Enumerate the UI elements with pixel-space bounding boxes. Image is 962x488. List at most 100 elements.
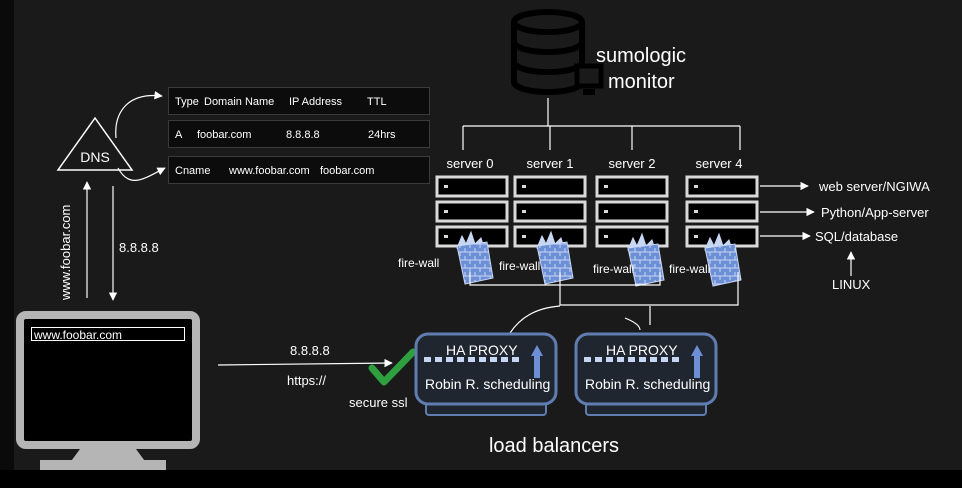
lb-port [424, 357, 431, 362]
lb-port [650, 357, 657, 362]
dns-label: DNS [80, 149, 110, 165]
server-unit [595, 200, 669, 223]
client-computer-icon [16, 311, 200, 472]
lb-port [490, 357, 497, 362]
lb-port [479, 357, 486, 362]
secure-ssl-label: secure ssl [349, 395, 408, 410]
server-unit [595, 175, 669, 198]
app-server-label: Python/App-server [821, 205, 929, 220]
lb-body [574, 332, 718, 406]
dns-a-record-row: A foobar.com 8.8.8.8 24hrs [168, 120, 430, 148]
server-label-4: server 4 [696, 156, 743, 171]
server-led [604, 210, 608, 213]
lb-body [414, 332, 558, 406]
server-lb-connectors [469, 272, 739, 334]
server-unit [685, 200, 759, 223]
server-label-2: server 2 [609, 156, 656, 171]
lb-port [435, 357, 442, 362]
lb-port [606, 357, 613, 362]
dns-a-ttl: 24hrs [368, 129, 396, 141]
dns-cname-domain: www.foobar.com [229, 165, 310, 177]
dns-table-header: Type Domain Name IP Address TTL [168, 87, 430, 115]
server-unit [685, 175, 759, 198]
firewall-wall [456, 241, 494, 285]
dns-cname-record-row: Cname www.foobar.com foobar.com [168, 156, 430, 184]
lb-port [446, 357, 453, 362]
dns-to-header-arrow [115, 91, 163, 139]
secure-check-icon [368, 348, 417, 386]
server-led [444, 210, 448, 213]
server-unit [435, 175, 509, 198]
lb-port [595, 357, 602, 362]
dns-a-ip: 8.8.8.8 [286, 129, 320, 141]
server-led [522, 235, 526, 238]
server-unit [513, 175, 587, 198]
lb-direction-icon [691, 345, 703, 378]
monitor-title-line1: sumologic [596, 45, 686, 67]
monitor-connectors [462, 98, 741, 150]
server-led [522, 210, 526, 213]
load-balancer-1: HA PROXY Robin R. scheduling [574, 332, 718, 416]
firewall-label-1: fire-wall [499, 259, 540, 273]
request-arrow [217, 358, 393, 368]
lb-scheduling-label: Robin R. scheduling [585, 376, 710, 392]
server-led [604, 235, 608, 238]
browser-url-bar[interactable]: www.foobar.com [31, 327, 185, 342]
bottom-bar [0, 470, 962, 488]
dns-cname-type: Cname [175, 165, 211, 177]
lb-port [584, 357, 591, 362]
lb-port [512, 357, 519, 362]
firewall-icon [704, 232, 742, 287]
firewall-wall [704, 243, 742, 287]
dns-node [56, 116, 134, 171]
dns-header-ttl: TTL [367, 96, 387, 108]
web-server-label: web server/NGIWA [818, 179, 930, 194]
lb-port [628, 357, 635, 362]
lb-name-label: HA PROXY [606, 342, 678, 358]
server-led [694, 235, 698, 238]
firewall-label-0: fire-wall [398, 256, 439, 270]
server-unit [513, 200, 587, 223]
lb-port [639, 357, 646, 362]
lb-scheduling-label: Robin R. scheduling [425, 376, 550, 392]
firewall-wall [536, 241, 574, 285]
server-racks [435, 175, 759, 248]
server-label-0: server 0 [447, 156, 494, 171]
server-led [694, 210, 698, 213]
server-led [444, 185, 448, 188]
dns-header-ip: IP Address [289, 96, 342, 108]
server-led [444, 235, 448, 238]
protocol-label: https:// [287, 373, 326, 388]
lb-direction-icon [531, 345, 543, 378]
server-led [522, 185, 526, 188]
dns-to-cname-arrow [117, 167, 166, 181]
server-led [694, 185, 698, 188]
client-ip-label: 8.8.8.8 [119, 240, 159, 255]
dns-a-type: A [175, 129, 183, 141]
left-edge-bar [0, 0, 14, 470]
request-ip-label: 8.8.8.8 [290, 343, 330, 358]
firewall-icon [536, 230, 574, 285]
database-label: SQL/database [815, 229, 898, 244]
server-label-1: server 1 [527, 156, 574, 171]
firewall-wall [627, 243, 665, 287]
database-monitor-icon [511, 9, 604, 95]
load-balancers: HA PROXY Robin R. scheduling HA PROXY Robin… [414, 332, 718, 416]
firewall-icon [627, 232, 665, 287]
lb-port [617, 357, 624, 362]
dns-header-type: Type [175, 96, 199, 108]
client-domain-vertical-label: www.foobar.com [58, 205, 73, 301]
server-rack-2 [595, 175, 669, 248]
dns-cname-target: foobar.com [320, 165, 375, 177]
firewall-label-3: fire-wall [669, 262, 710, 276]
server-led [604, 185, 608, 188]
load-balancers-title: load balancers [489, 435, 619, 457]
lb-port [457, 357, 464, 362]
linux-label: LINUX [832, 277, 871, 292]
lb-port [501, 357, 508, 362]
server-unit [435, 200, 509, 223]
lb-name-label: HA PROXY [446, 342, 518, 358]
firewalls [456, 230, 742, 287]
monitor-title-line2: monitor [608, 71, 675, 93]
